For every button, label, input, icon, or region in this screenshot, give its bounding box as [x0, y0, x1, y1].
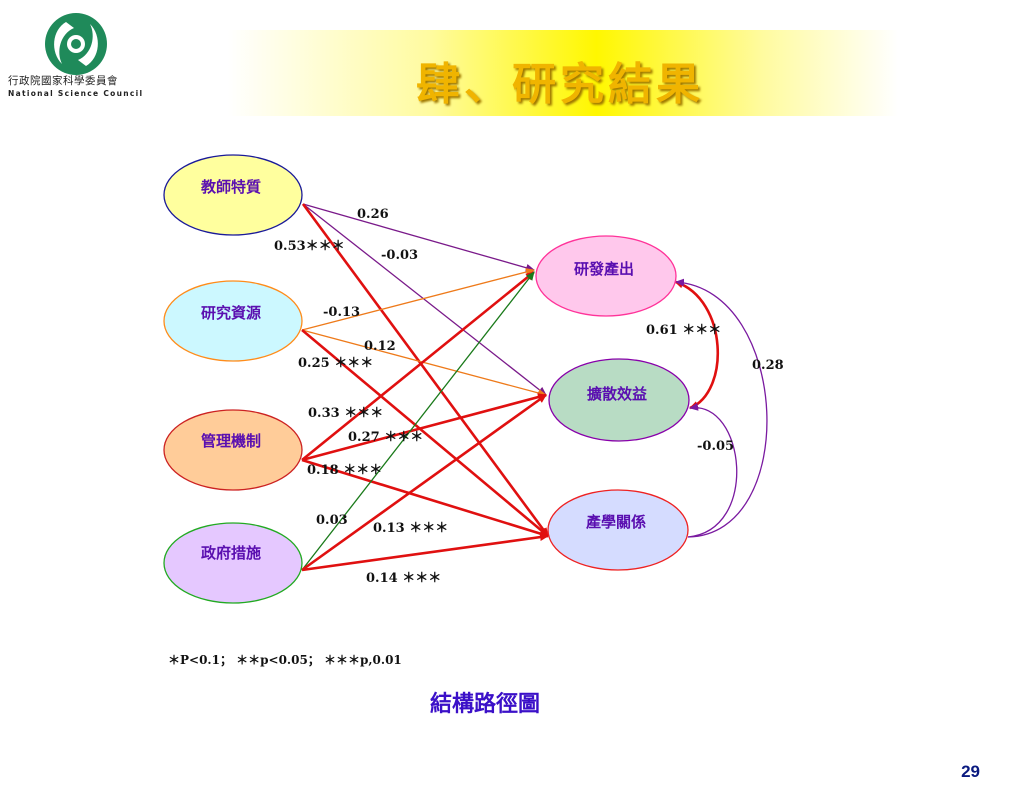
coef-mgmt-rd: 0.33 ＊＊＊: [308, 406, 383, 421]
node-rd-label: 研發產出: [574, 260, 634, 278]
node-mgmt-label: 管理機制: [201, 432, 261, 450]
corr-industry-rd: [675, 278, 768, 538]
node-industry: 產學關係: [547, 489, 689, 571]
node-gov: 政府措施: [163, 522, 303, 604]
coef-teacher-diffusion: -0.03: [381, 248, 418, 263]
coef-mgmt-industry: 0.18 ＊＊＊: [307, 463, 382, 478]
path-mgmt-diffusion: [301, 393, 547, 462]
node-gov-label: 政府措施: [201, 544, 261, 562]
path-mgmt-rd: [301, 270, 535, 462]
coef-gov-rd: 0.03: [316, 513, 348, 528]
path-teacher-rd: [302, 203, 535, 272]
coef-corr-industry-diffusion: -0.05: [697, 439, 734, 454]
page-number: 29: [961, 762, 980, 781]
nsc-logo-icon: [45, 13, 107, 75]
path-gov-rd: [301, 271, 535, 571]
node-resource-label: 研究資源: [201, 304, 261, 322]
corr-industry-diffusion: [687, 402, 738, 538]
significance-footnote: ＊P<0.1； ＊＊p<0.05； ＊＊＊p,0.01: [168, 653, 402, 667]
coef-resource-rd: -0.13: [323, 305, 360, 320]
path-resource-rd: [301, 268, 535, 331]
node-teacher: 教師特質: [163, 154, 303, 236]
node-teacher-label: 教師特質: [200, 178, 261, 196]
node-rd: 研發產出: [535, 235, 677, 317]
path-gov-industry: [301, 533, 549, 572]
node-diffusion: 擴散效益: [548, 358, 690, 442]
path-teacher-diffusion: [302, 203, 547, 396]
node-mgmt: 管理機制: [163, 409, 303, 491]
coef-gov-diffusion: 0.13 ＊＊＊: [373, 521, 448, 536]
path-resource-industry: [301, 329, 549, 537]
coef-teacher-industry: 0.53＊＊＊: [274, 239, 345, 254]
figure-caption: 結構路徑圖: [429, 691, 540, 717]
path-mgmt-industry: [301, 458, 549, 538]
node-resource: 研究資源: [163, 280, 303, 362]
path-gov-diffusion: [301, 393, 547, 572]
coef-mgmt-diffusion: 0.27 ＊＊＊: [348, 430, 423, 445]
logo-text-cn: 行政院國家科學委員會: [8, 75, 118, 87]
coef-corr-rd-diffusion: 0.61 ＊＊＊: [646, 323, 721, 338]
node-industry-label: 產學關係: [585, 513, 646, 531]
header-highlight: [228, 30, 898, 116]
coef-corr-industry-rd: 0.28: [752, 358, 784, 373]
page-title: 肆、研究結果: [416, 59, 704, 110]
node-diffusion-label: 擴散效益: [587, 385, 647, 403]
coef-resource-diffusion: 0.12: [364, 339, 396, 354]
path-teacher-industry: [301, 203, 550, 537]
coef-resource-industry: 0.25 ＊＊＊: [298, 356, 373, 371]
logo-text-en: National Science Council: [8, 89, 144, 98]
coef-gov-industry: 0.14 ＊＊＊: [366, 571, 441, 586]
coef-teacher-rd: 0.26: [357, 207, 389, 222]
corr-rd-diffusion: [674, 280, 719, 410]
